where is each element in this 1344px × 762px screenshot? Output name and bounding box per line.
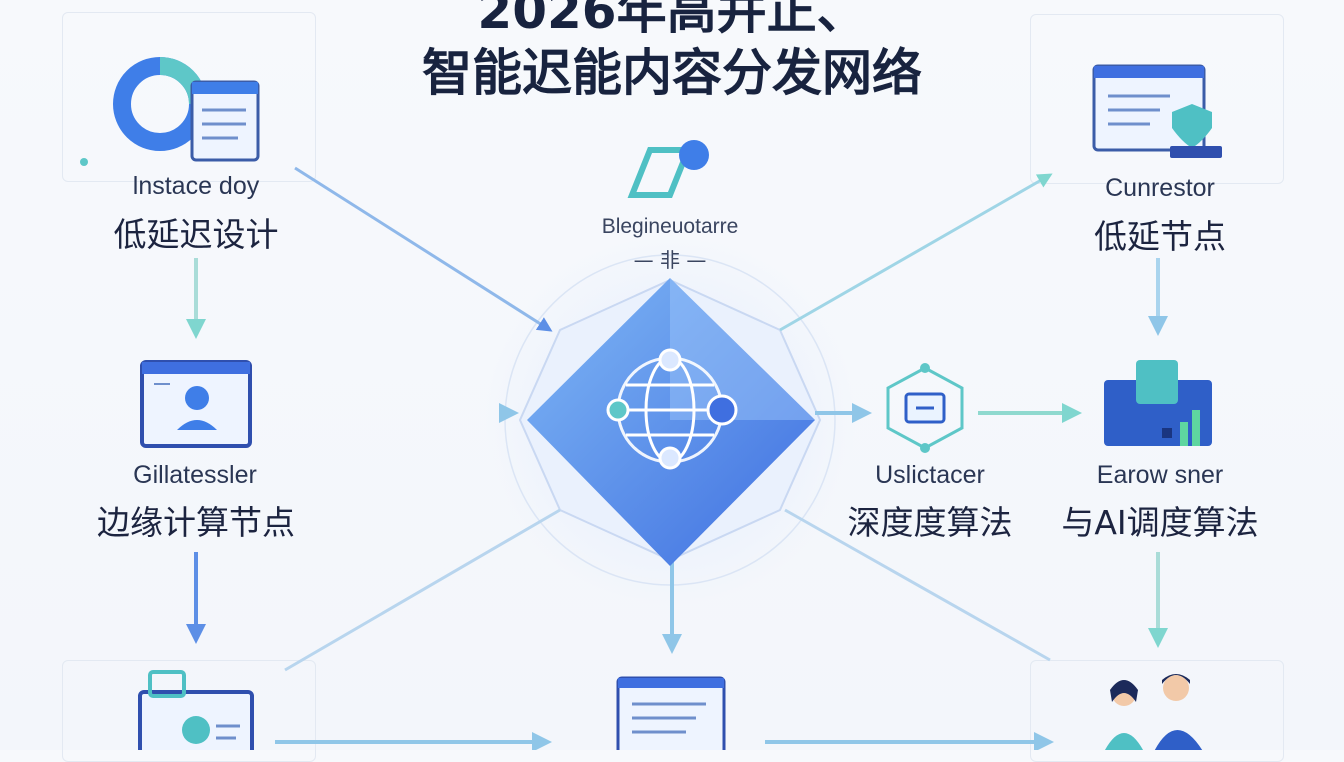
line-center-bottomright [784,508,1051,662]
arrow-center-topright [779,173,1053,332]
network-sphere-icon [606,348,738,470]
circuit-node-icon [886,363,964,453]
label-top-left-zh: 低延迟设计 [113,215,279,254]
page-title-line2: 智能迟能内容分发网络 [422,44,922,102]
arrow-topleft-center [294,166,553,332]
label-center-sub: — 非 — [633,248,707,272]
device-screen-icon [138,670,254,750]
label-mid-center-right-en: Uslictacer [875,461,985,489]
people-icon [1104,674,1203,750]
label-mid-center-right-zh: 深度度算法 [847,503,1013,542]
label-mid-right-zh: 与AI调度算法 [1061,503,1259,542]
server-chart-icon [1104,360,1212,446]
page-title-line1: 2026年高并正、 [477,0,867,40]
frame-top-right [1030,14,1284,184]
label-center-en: Blegineuotarre [601,215,739,238]
frame-top-left [62,12,316,182]
label-top-left-en: lnstace doy [132,172,260,200]
label-mid-left-zh: 边缘计算节点 [97,503,295,542]
shield-window-icon [1092,64,1222,158]
label-top-right-en: Cunrestor [1105,174,1215,202]
label-mid-right-en: Earow sner [1096,461,1224,489]
label-mid-left-en: Gillatessler [133,461,257,489]
line-center-bottomleft [284,508,561,672]
document-icon [616,676,726,750]
user-monitor-icon [140,360,252,448]
label-top-right-zh: 低延节点 [1094,217,1226,256]
dashboard-chart-icon [80,57,260,166]
center-diamond [527,278,815,566]
logo-icon [627,140,709,198]
